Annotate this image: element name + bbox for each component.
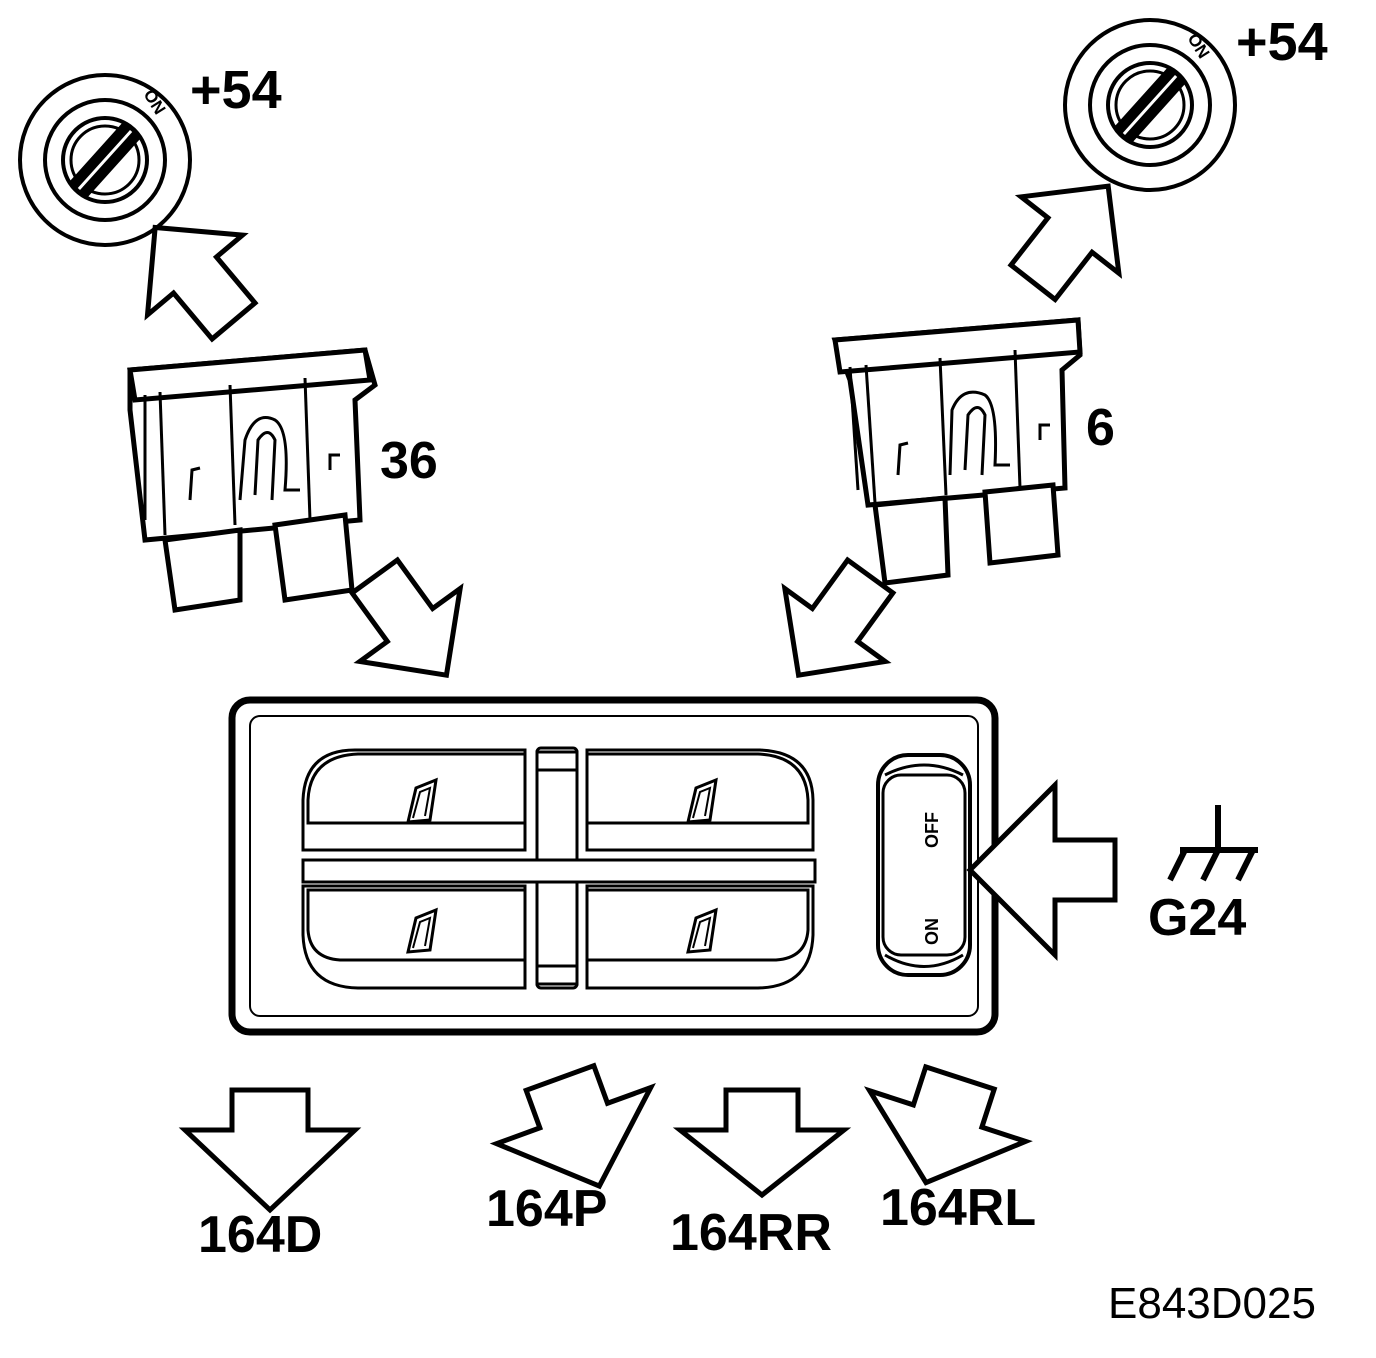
- ground-icon: [1167, 805, 1258, 882]
- arrow-fuse-left-to-panel: [348, 556, 464, 679]
- arrow-output-164P: [489, 1062, 656, 1190]
- ignition-switch-right: ON: [1063, 18, 1237, 192]
- figure-code: E843D025: [1108, 1279, 1316, 1328]
- window-switch-front-left[interactable]: [301, 748, 527, 852]
- arrow-fuse-right-to-panel: [781, 556, 897, 679]
- arrow-ignition-to-fuse-right: [1007, 183, 1123, 304]
- arrow-output-164RR: [672, 1087, 852, 1199]
- arrow-output-164RL: [863, 1063, 1033, 1186]
- output-label-164RL: 164RL: [880, 1179, 1036, 1237]
- window-switch-rear-left[interactable]: [301, 884, 527, 990]
- window-switch-rear-right[interactable]: [585, 884, 815, 990]
- ignition-right-terminal-label: +54: [1236, 12, 1328, 72]
- ignition-key-slot-icon: [68, 121, 142, 199]
- fuse-left-number: 36: [380, 432, 438, 490]
- output-label-164P: 164P: [486, 1180, 607, 1238]
- fuse-right: [831, 317, 1083, 586]
- window-switch-front-right[interactable]: [585, 748, 815, 852]
- ignition-key-slot-icon: [1113, 66, 1187, 144]
- fuse-right-number: 6: [1086, 399, 1115, 457]
- window-lockout-switch[interactable]: OFF ON: [876, 753, 972, 977]
- fuse-left: [127, 347, 378, 613]
- window-switch-panel: OFF ON: [228, 696, 999, 1036]
- window-icon: [406, 907, 438, 954]
- window-icon: [406, 777, 438, 824]
- ignition-left-terminal-label: +54: [190, 60, 282, 120]
- lockout-off-label: OFF: [922, 812, 942, 848]
- ignition-switch-left: ON: [18, 73, 192, 247]
- arrow-ground-to-panel: [966, 778, 1118, 962]
- lockout-on-label: ON: [922, 918, 942, 945]
- output-label-164RR: 164RR: [670, 1204, 832, 1262]
- window-icon: [686, 777, 718, 824]
- window-icon: [686, 907, 718, 954]
- ground-label: G24: [1148, 889, 1246, 947]
- output-label-164D: 164D: [198, 1206, 322, 1264]
- arrow-ignition-to-fuse-left: [144, 224, 259, 343]
- arrow-output-164D: [178, 1087, 362, 1214]
